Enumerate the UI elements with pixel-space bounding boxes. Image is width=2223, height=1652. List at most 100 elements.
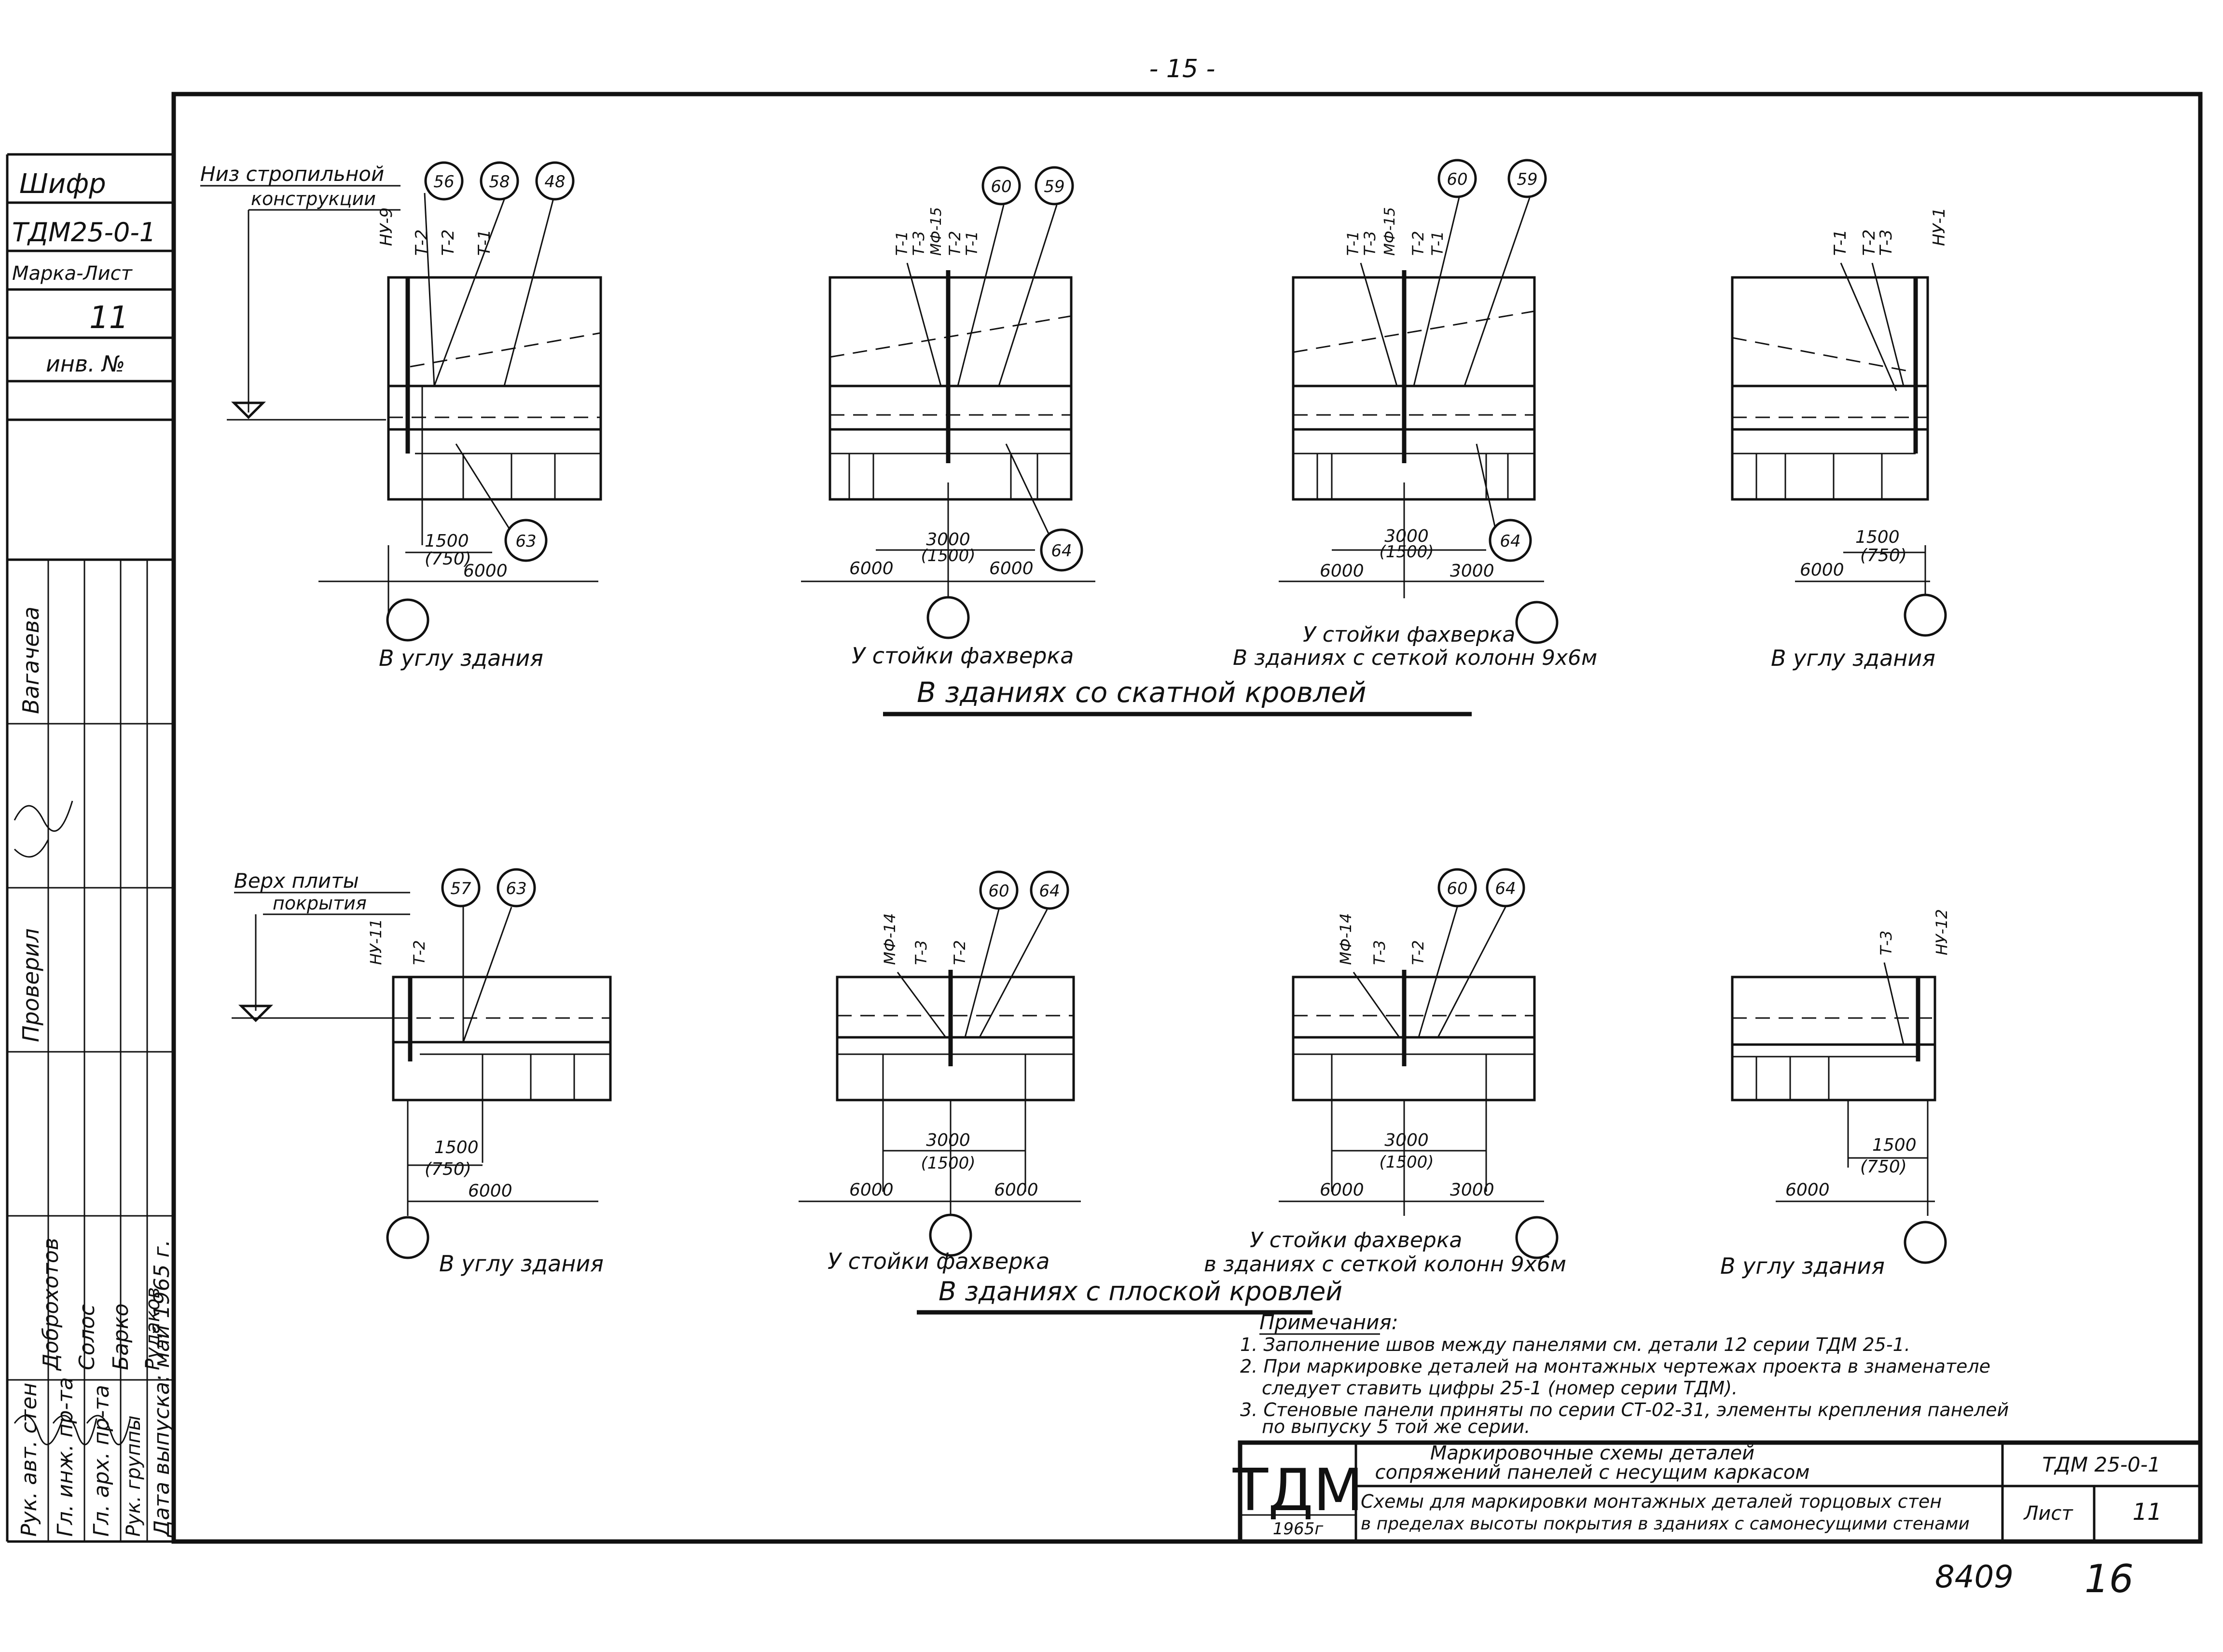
mark-label: Т-3 <box>1361 231 1379 256</box>
dim-text: 3000 <box>1450 561 1494 581</box>
callout-label: 58 <box>489 172 510 192</box>
section-title-top: В зданиях со скатной кровлей <box>917 676 1367 709</box>
detail-corner-bottom-right: 1500 (750) 6000 Т-3 НУ-12 В углу здания <box>1720 909 1951 1279</box>
mark-label: Т-3 <box>1877 931 1895 955</box>
dim-text: 1500 <box>434 1138 479 1157</box>
detail-caption: В зданиях с сеткой колонн 9х6м <box>1233 646 1597 670</box>
dim-text: (1500) <box>1379 542 1434 562</box>
detail-caption: В углу здания <box>1771 645 1935 671</box>
mark-label: МФ-15 <box>928 207 945 256</box>
callout-label: 48 <box>544 172 565 192</box>
callout-circle <box>480 161 519 201</box>
mark-label: Т-1 <box>1344 231 1362 256</box>
stamp-checker-label: Проверил <box>18 928 44 1042</box>
notes-block: Примечания: 1. Заполнение швов между пан… <box>1240 1310 2009 1437</box>
mark-label: Т-2 <box>439 229 458 256</box>
note-line: 2. При маркировке деталей на монтажных ч… <box>1240 1356 1990 1377</box>
stamp-marka-list-label: Марка-Лист <box>12 262 133 285</box>
axis-circle <box>1515 1216 1559 1259</box>
main-frame <box>171 92 2203 1544</box>
dim-text: 3000 <box>926 1130 970 1150</box>
callout-circle <box>424 161 464 201</box>
mark-label: Т-1 <box>963 231 981 256</box>
dim-text: 1500 <box>1872 1135 1917 1155</box>
detail-caption: В углу здания <box>439 1251 604 1277</box>
dim-text: 6000 <box>994 1180 1038 1200</box>
dim-text: (1500) <box>1379 1153 1434 1172</box>
title-block-logo: ТДМ <box>1232 1457 1364 1524</box>
mark-label: НУ-11 <box>367 919 385 965</box>
mark-label: Т-3 <box>912 940 930 965</box>
dim-text: 6000 <box>468 1181 512 1201</box>
title-block-sheet-label: Лист <box>2023 1502 2073 1525</box>
mark-label: НУ-1 <box>1930 207 1949 246</box>
left-stamp: Шифр ТДМ25-0-1 Марка-Лист 11 инв. № Рук.… <box>6 153 174 1543</box>
mark-label: Т-3 <box>1370 940 1389 965</box>
axis-circle <box>929 1213 972 1257</box>
callout-label: 60 <box>991 177 1011 196</box>
dim-text: 1500 <box>425 531 469 551</box>
stamp-role-3: Гл. арх. пр-та <box>89 1385 114 1537</box>
note-line: по выпуску 5 той же серии. <box>1262 1416 1530 1437</box>
stamp-name-3: Барко <box>109 1303 133 1370</box>
mark-label: Т-2 <box>410 940 428 965</box>
detail-caption: У стойки фахверка <box>1303 622 1515 647</box>
dim-text: 3000 <box>1450 1180 1494 1200</box>
callout-label: 60 <box>1447 170 1467 189</box>
mark-label: Т-2 <box>946 231 964 256</box>
dim-text: 3000 <box>926 530 970 550</box>
callout-circle <box>441 868 481 908</box>
dim-text: (1500) <box>921 546 975 565</box>
mark-label: МФ-14 <box>881 913 899 965</box>
title-block-code: ТДМ 25-0-1 <box>2042 1453 2160 1476</box>
axis-circle <box>1904 593 1947 637</box>
level-label-top-1: Низ стропильной <box>200 162 384 186</box>
callout-label: 59 <box>1044 177 1064 196</box>
mark-label: Т-2 <box>1409 940 1427 965</box>
stamp-name-1: Доброхотов <box>39 1238 63 1371</box>
axis-circle <box>386 598 429 642</box>
detail-frame-post-grid-bottom: 3000 (1500) 6000 3000 МФ-14 Т-3 Т-2 60 6… <box>1204 868 1566 1277</box>
callout-circle <box>1437 868 1477 908</box>
title-block-year: 1965г <box>1273 1519 1324 1539</box>
dim-text: (750) <box>425 549 471 569</box>
axis-circle <box>1904 1221 1947 1264</box>
stamp-name-2: Солос <box>75 1304 99 1370</box>
dim-text: (750) <box>1860 1157 1907 1177</box>
stamp-role-5: Дата выпуска: май 1965 г. <box>150 1239 174 1538</box>
callout-label: 57 <box>450 879 471 898</box>
dim-text: (1500) <box>921 1154 975 1173</box>
stamp-inv-label: инв. № <box>46 351 125 377</box>
callout-label: 60 <box>1447 879 1467 898</box>
callout-label: 59 <box>1517 170 1537 189</box>
detail-corner-top-right: 1500 (750) 6000 Т-1 Т-2 Т-3 НУ-1 В углу … <box>1731 207 1949 671</box>
note-line: 3. Стеновые панели приняты по серии СТ-0… <box>1240 1399 2009 1420</box>
stamp-role-4: Рук. группы <box>123 1416 145 1537</box>
mark-label: Т-1 <box>893 231 911 256</box>
callout-label: 64 <box>1500 532 1520 551</box>
section-title-bottom: В зданиях с плоской кровлей <box>939 1276 1342 1307</box>
dim-text: 3000 <box>1384 526 1429 546</box>
stamp-role-2: Гл. инж. пр-та <box>53 1377 78 1537</box>
detail-frame-post-bottom: 3000 (1500) 6000 6000 МФ-14 Т-3 Т-2 60 6… <box>799 870 1081 1274</box>
note-line: 1. Заполнение швов между панелями см. де… <box>1240 1334 1910 1355</box>
dim-text: 6000 <box>1800 560 1844 580</box>
mark-label: МФ-15 <box>1381 207 1398 256</box>
mark-label: Т-2 <box>951 940 969 965</box>
detail-caption: У стойки фахверка <box>828 1248 1049 1274</box>
callout-circle <box>1437 159 1477 198</box>
mark-label: Т-2 <box>412 229 431 256</box>
callout-label: 64 <box>1051 541 1072 561</box>
detail-caption: В углу здания <box>379 645 543 671</box>
signature-mark <box>14 800 73 858</box>
callout-circle <box>504 519 548 562</box>
detail-frame-post-top: 3000 (1500) 6000 6000 Т-1 Т-3 МФ-15 Т-2 … <box>801 166 1095 669</box>
callout-label: 64 <box>1039 881 1060 901</box>
axis-circle <box>386 1216 429 1259</box>
stamp-checker-1: Вагачева <box>18 606 44 714</box>
callout-label: 63 <box>506 879 526 898</box>
level-marker-bottom: Верх плиты покрытия <box>232 869 410 1022</box>
dim-text: (750) <box>425 1159 471 1179</box>
mark-label: Т-1 <box>1831 229 1850 256</box>
